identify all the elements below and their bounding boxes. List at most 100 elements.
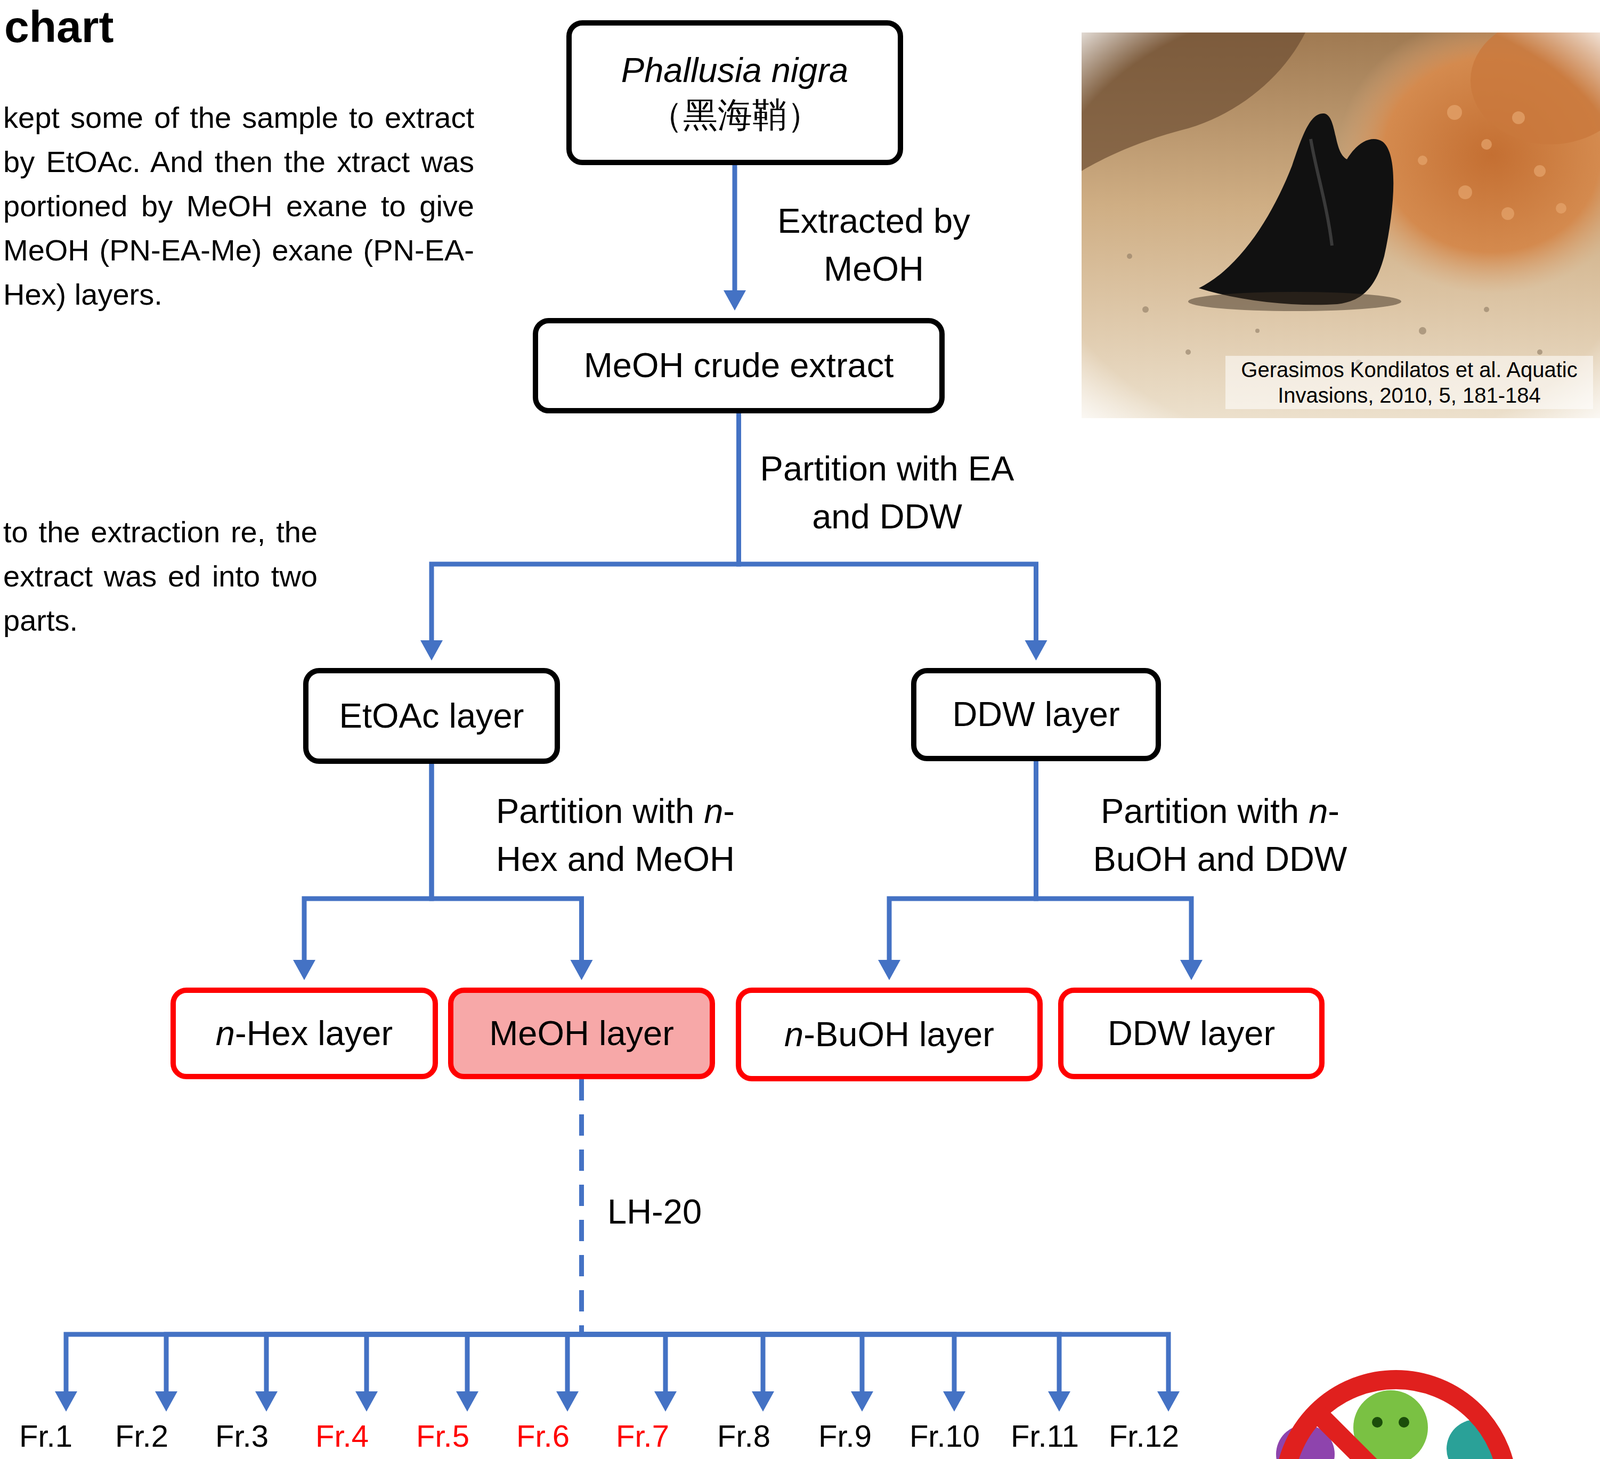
connector <box>723 165 746 311</box>
node-text: Fr.6 <box>516 1419 570 1454</box>
connector <box>456 1079 582 1412</box>
node-text: Fr.11 <box>1010 1419 1079 1454</box>
italic-letter: n <box>1308 791 1328 831</box>
connector-line <box>567 1334 582 1393</box>
fraction-layer-box: DDW layer <box>1058 987 1325 1080</box>
no-bacteria-icon <box>1268 1363 1524 1459</box>
connector <box>581 1079 966 1412</box>
node-text: EtOAc layer <box>339 693 525 739</box>
node-text: n-BuOH layer <box>784 1012 995 1058</box>
dashed-connector-line <box>579 1079 584 1335</box>
node-text: Fr.5 <box>416 1419 470 1454</box>
edge-label: LH-20 <box>607 1188 746 1237</box>
fraction-layer-box: n-Hex layer <box>170 987 438 1080</box>
arrowhead <box>456 1391 479 1412</box>
connector-line <box>431 413 739 642</box>
connector <box>738 413 1048 661</box>
label-box: to the extraction re, the extract was ed… <box>3 510 318 644</box>
arrowhead <box>1157 1391 1180 1412</box>
italic-letter: n <box>703 791 724 831</box>
fraction-label: Fr.8 <box>716 1419 772 1454</box>
photo-fade <box>1081 32 1600 419</box>
edge-label-box: Partition with n-Hex and MeOH <box>466 787 765 883</box>
diagram-title: chart <box>4 1 114 53</box>
dashed-connector-line <box>579 1079 584 1335</box>
note-paragraph: to the extraction re, the extract was ed… <box>3 510 318 644</box>
arrowhead <box>850 1391 874 1412</box>
edge-label-box: Extracted by MeOH <box>767 197 981 293</box>
fraction-label: Fr.7 <box>614 1419 671 1454</box>
connector <box>581 1079 874 1412</box>
connector <box>581 1079 1071 1412</box>
connector-line <box>581 1334 1169 1393</box>
node-text: （黑海鞘） <box>648 92 822 138</box>
edge-label-box: Partition with n-BuOH and DDW <box>1060 787 1380 883</box>
node-text: MeOH layer <box>489 1011 674 1057</box>
connector <box>293 764 432 981</box>
arrowhead <box>723 290 746 311</box>
edge-label-box: LH-20 <box>607 1188 746 1237</box>
dashed-connector-line <box>579 1079 584 1335</box>
connector-line <box>581 1334 1060 1393</box>
fraction-label: Fr.4 <box>314 1419 370 1454</box>
arrowhead <box>293 960 316 981</box>
prohibition-ring <box>1284 1379 1508 1459</box>
dashed-connector-line <box>579 1079 584 1335</box>
arrowhead <box>654 1391 677 1412</box>
arrowhead <box>1180 960 1203 981</box>
connector <box>581 1079 678 1412</box>
node-text: Fr.9 <box>818 1419 872 1454</box>
arrowhead <box>54 1391 78 1412</box>
node-text: MeOH crude extract <box>583 343 895 389</box>
connector-line <box>166 1334 582 1393</box>
arrowhead <box>1025 640 1048 661</box>
dashed-connector-line <box>579 1079 584 1335</box>
connector <box>420 413 739 661</box>
label-box: kept some of the sample to extract by Et… <box>3 95 475 317</box>
dashed-connector-line <box>579 1079 584 1335</box>
fraction-label: Fr.9 <box>817 1419 873 1454</box>
dashed-connector-line <box>579 1079 584 1335</box>
connector-line <box>581 1334 863 1393</box>
node-text: Phallusia nigra <box>621 47 849 94</box>
connector <box>54 1079 582 1412</box>
fraction-label: Fr.10 <box>908 1419 982 1454</box>
process-box: MeOH crude extract <box>532 318 945 414</box>
arrowhead <box>255 1391 278 1412</box>
node-text: n-Hex layer <box>215 1011 393 1057</box>
dashed-connector-line <box>579 1079 584 1335</box>
arrowhead <box>943 1391 966 1412</box>
connector-line <box>581 1334 764 1393</box>
arrowhead <box>751 1391 775 1412</box>
dashed-connector-line <box>579 1079 584 1335</box>
fraction-label: Fr.1 <box>18 1419 74 1454</box>
edge-label: Partition with EA and DDW <box>756 444 1018 541</box>
edge-label: Partition with n-Hex and MeOH <box>466 787 765 883</box>
fraction-label: Fr.6 <box>515 1419 571 1454</box>
arrowhead <box>355 1391 378 1412</box>
note-paragraph: kept some of the sample to extract by Et… <box>3 95 475 317</box>
photo-credit: Gerasimos Kondilatos et al. Aquatic Inva… <box>1225 355 1594 410</box>
node-text: DDW layer <box>952 692 1120 738</box>
connector-line <box>581 1334 955 1393</box>
connector-line <box>889 761 1037 962</box>
fraction-label: Fr.3 <box>214 1419 270 1454</box>
italic-letter: n <box>784 1014 804 1054</box>
italic-letter: n <box>215 1013 235 1053</box>
node-text: Fr.12 <box>1108 1419 1180 1454</box>
connector-line <box>366 1334 582 1393</box>
node-text: DDW layer <box>1107 1011 1275 1057</box>
arrowhead <box>570 960 594 981</box>
connector <box>556 1079 582 1412</box>
fraction-label: Fr.12 <box>1107 1419 1181 1454</box>
node-text: Fr.2 <box>115 1419 169 1454</box>
edge-label: Extracted by MeOH <box>767 197 981 293</box>
node-text: Fr.1 <box>19 1419 73 1454</box>
connector-line <box>581 1334 667 1393</box>
connector <box>255 1079 582 1412</box>
connector-line <box>266 1334 582 1393</box>
label-box: Gerasimos Kondilatos et al. Aquatic Inva… <box>1225 355 1594 410</box>
dashed-connector-line <box>579 1079 584 1335</box>
arrowhead <box>155 1391 178 1412</box>
fraction-label: Fr.5 <box>415 1419 471 1454</box>
